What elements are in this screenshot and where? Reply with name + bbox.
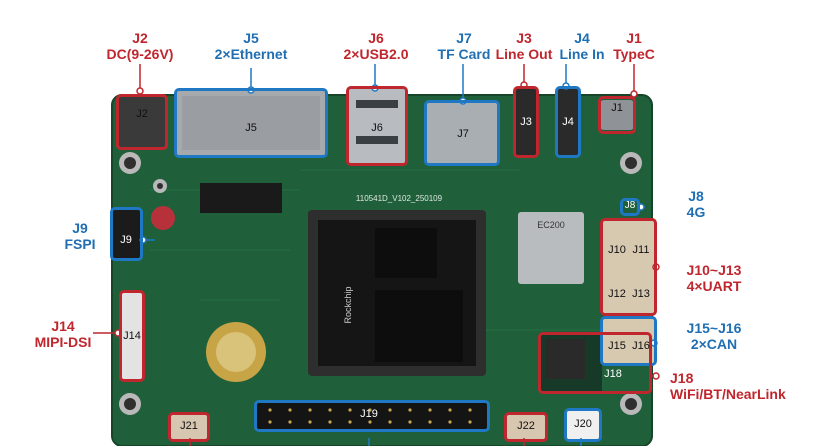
- j21-highlight: [168, 412, 210, 442]
- j5-id: J5: [243, 30, 259, 46]
- j14-id: J14: [51, 318, 75, 334]
- j2-callout: J2 DC(9-26V): [104, 30, 176, 62]
- j6-callout: J6 2×USB2.0: [338, 30, 414, 62]
- j4-highlight: [555, 86, 581, 158]
- j18-callout: J18 WiFi/BT/NearLink: [670, 370, 810, 402]
- j4-desc: Line In: [559, 46, 605, 62]
- j2-tag: J2: [136, 108, 148, 120]
- j13-tag: J13: [632, 288, 650, 300]
- j3-callout: J3 Line Out: [494, 30, 554, 62]
- j3-tag: J3: [520, 116, 532, 128]
- j18-desc: WiFi/BT/NearLink: [670, 386, 786, 402]
- j8-desc: 4G: [686, 204, 706, 220]
- j18-id: J18: [670, 370, 694, 386]
- j9-callout: J9 FSPI: [56, 220, 104, 252]
- j10-j13-callout: J10~J13 4×UART: [672, 262, 756, 294]
- j21-tag: J21: [180, 420, 198, 432]
- j14-callout: J14 MIPI-DSI: [26, 318, 100, 350]
- j20-tag: J20: [574, 418, 592, 430]
- j11-tag: J11: [632, 244, 650, 256]
- j4-id: J4: [574, 30, 590, 46]
- j8-id: J8: [688, 188, 704, 204]
- j6-desc: 2×USB2.0: [343, 46, 409, 62]
- j5-desc: 2×Ethernet: [214, 46, 288, 62]
- j1-id: J1: [626, 30, 642, 46]
- j3-desc: Line Out: [495, 46, 553, 62]
- j10-j13-highlight: [600, 218, 657, 316]
- j15-tag: J15: [608, 340, 626, 352]
- j7-id: J7: [456, 30, 472, 46]
- j5-tag: J5: [245, 122, 257, 134]
- j10-j13-desc: 4×UART: [686, 278, 742, 294]
- j5-callout: J5 2×Ethernet: [206, 30, 296, 62]
- module-marking: EC200: [537, 220, 565, 230]
- j6-id: J6: [368, 30, 384, 46]
- j2-id: J2: [132, 30, 148, 46]
- j14-tag: J14: [123, 330, 141, 342]
- j8-tag: J8: [624, 200, 636, 211]
- ic-marking: Rockchip: [343, 286, 353, 324]
- j7-desc: TF Card: [437, 46, 491, 62]
- j7-callout: J7 TF Card: [432, 30, 496, 62]
- j7-tag: J7: [457, 128, 469, 140]
- j14-highlight: [119, 290, 145, 382]
- j7-highlight: [424, 100, 500, 166]
- j15-j16-desc: 2×CAN: [690, 336, 738, 352]
- j19-tag: J19: [360, 408, 378, 420]
- j1-desc: TypeC: [613, 46, 655, 62]
- j19-highlight: [254, 400, 490, 432]
- j5-highlight: [174, 88, 328, 158]
- j6-highlight: [346, 86, 408, 166]
- j3-highlight: [513, 86, 539, 158]
- j15-j16-callout: J15~J16 2×CAN: [672, 320, 756, 352]
- j9-desc: FSPI: [64, 236, 96, 252]
- j4-callout: J4 Line In: [556, 30, 608, 62]
- j6-tag: J6: [371, 122, 383, 134]
- j9-highlight: [110, 207, 143, 261]
- j22-highlight: [504, 412, 548, 442]
- board-code: 110541D_V102_250109: [355, 194, 443, 203]
- j2-highlight: [116, 94, 168, 150]
- j2-desc: DC(9-26V): [106, 46, 174, 62]
- j9-tag: J9: [120, 234, 132, 246]
- j15-j16-highlight: [600, 316, 657, 366]
- j18-tag: J18: [604, 368, 622, 380]
- j8-callout: J8 4G: [670, 188, 722, 220]
- j12-tag: J12: [608, 288, 626, 300]
- j14-desc: MIPI-DSI: [34, 334, 92, 350]
- j4-tag: J4: [562, 116, 574, 128]
- j20-highlight: [564, 408, 602, 442]
- j16-tag: J16: [632, 340, 650, 352]
- j1-tag: J1: [611, 102, 623, 114]
- j1-callout: J1 TypeC: [608, 30, 660, 62]
- j15-j16-id: J15~J16: [686, 320, 742, 336]
- j8-highlight: [620, 198, 640, 216]
- j10-tag: J10: [608, 244, 626, 256]
- j3-id: J3: [516, 30, 532, 46]
- j9-id: J9: [72, 220, 88, 236]
- j18-highlight: [538, 332, 652, 394]
- j10-j13-id: J10~J13: [686, 262, 742, 278]
- j22-tag: J22: [517, 420, 535, 432]
- j1-highlight: [598, 96, 636, 134]
